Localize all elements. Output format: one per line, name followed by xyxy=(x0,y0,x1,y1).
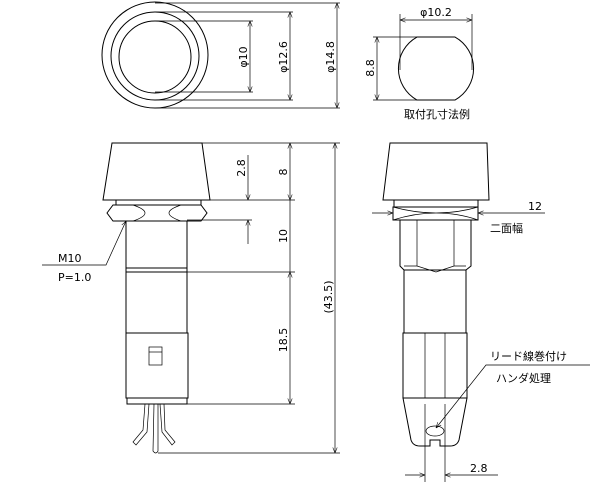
dim-phi12-6: φ12.6 xyxy=(277,41,290,73)
lead-note-2: ハンダ処理 xyxy=(496,371,551,385)
cap-end xyxy=(382,142,490,201)
nut-end xyxy=(392,206,479,221)
side-view: 2.8 8 10 18.5 (43.5) M10 P=1.0 xyxy=(42,142,340,454)
body xyxy=(125,220,188,334)
across-flats-label: 二面幅 xyxy=(490,222,523,235)
mounting-hole-shape xyxy=(397,36,475,101)
dim-hole-width: φ10.2 xyxy=(420,6,452,19)
dim-phi10: φ10 xyxy=(237,46,250,67)
middle-circle xyxy=(110,11,200,101)
front-view: φ10 φ12.6 φ14.8 xyxy=(101,1,340,109)
pitch-label: P=1.0 xyxy=(58,271,91,284)
lead-note-1: リード線巻付け xyxy=(490,349,567,363)
end-view: 12 二面幅 リード線巻付け ハンダ処理 2.8 xyxy=(372,142,590,482)
terminal xyxy=(402,397,468,447)
nut xyxy=(106,204,208,222)
hex-body xyxy=(399,220,472,271)
dim-phi14-8: φ14.8 xyxy=(324,41,337,73)
dim-18-5: 18.5 xyxy=(277,328,290,353)
dim-across-flats: 12 xyxy=(528,200,542,213)
mounting-hole-view: φ10.2 8.8 取付孔寸法例 xyxy=(364,6,475,121)
base-block xyxy=(125,332,189,399)
cap xyxy=(102,142,211,201)
dim-2-8: 2.8 xyxy=(235,159,248,177)
dim-total: (43.5) xyxy=(322,280,335,313)
dim-hole-height: 8.8 xyxy=(364,59,377,77)
dim-pin-width: 2.8 xyxy=(470,462,488,475)
inner-circle xyxy=(118,20,192,94)
dim-10: 10 xyxy=(277,229,290,243)
dim-8: 8 xyxy=(277,169,290,176)
mounting-hole-caption: 取付孔寸法例 xyxy=(404,107,470,121)
thread-label: M10 xyxy=(58,252,82,265)
pins xyxy=(132,403,176,454)
